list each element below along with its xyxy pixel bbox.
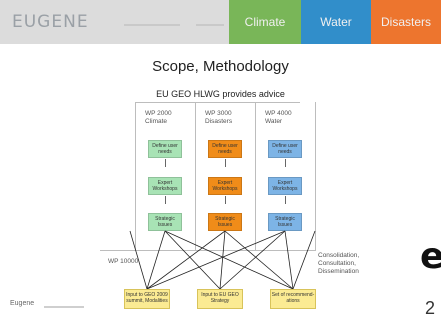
climate-step-1-box: Define user needs: [148, 140, 182, 158]
flow-arrow: [285, 159, 286, 167]
partial-text: e: [420, 236, 441, 277]
top-bracket-line: [136, 102, 300, 103]
slide-subtitle: EU GEO HLWG provides advice: [156, 89, 285, 99]
page-number: 2: [425, 298, 436, 318]
footer-logo: Eugene: [10, 300, 35, 307]
consolidation-label: Consolidation, Consultation, Disseminati…: [318, 252, 360, 275]
header-decoration: [124, 24, 180, 26]
climate-step-3-box: Strategic Issues: [148, 213, 182, 231]
output-box-geo-summit: Input to GEO 2009 summit, Modalities: [124, 289, 170, 309]
wp10000-label: WP 10000: [108, 258, 139, 265]
disasters-step-3-box: Strategic Issues: [208, 213, 242, 231]
flow-arrow: [225, 196, 226, 204]
output-box-recommendations: Set of recommend- ations: [270, 289, 316, 309]
flow-arrow: [165, 196, 166, 204]
divider-line: [255, 102, 256, 250]
slide-title: Scope, Methodology: [152, 58, 289, 75]
water-step-3-box: Strategic Issues: [268, 213, 302, 231]
slide-header: EUGENE Climate Water Disasters: [0, 0, 441, 44]
column-label-water: WP 4000 Water: [265, 110, 292, 125]
tab-climate[interactable]: Climate: [229, 0, 301, 44]
brand-logo: EUGENE: [12, 12, 89, 32]
column-label-disasters: WP 3000 Disasters: [205, 110, 233, 125]
climate-step-2-box: Expert Workshops: [148, 177, 182, 195]
footer-decoration: [44, 306, 84, 308]
divider-line: [135, 102, 136, 250]
header-decoration: [196, 24, 224, 26]
flow-arrow: [225, 159, 226, 167]
tab-disasters[interactable]: Disasters: [371, 0, 441, 44]
flow-arrow: [285, 196, 286, 204]
water-step-2-box: Expert Workshops: [268, 177, 302, 195]
divider-line: [195, 102, 196, 250]
flow-arrow: [165, 159, 166, 167]
column-label-climate: WP 2000 Climate: [145, 110, 172, 125]
disasters-step-2-box: Expert Workshops: [208, 177, 242, 195]
disasters-step-1-box: Define user needs: [208, 140, 242, 158]
tab-water[interactable]: Water: [301, 0, 371, 44]
output-box-eu-strategy: Input to EU GEO Strategy: [197, 289, 243, 309]
divider-line: [315, 102, 316, 250]
water-step-1-box: Define user needs: [268, 140, 302, 158]
